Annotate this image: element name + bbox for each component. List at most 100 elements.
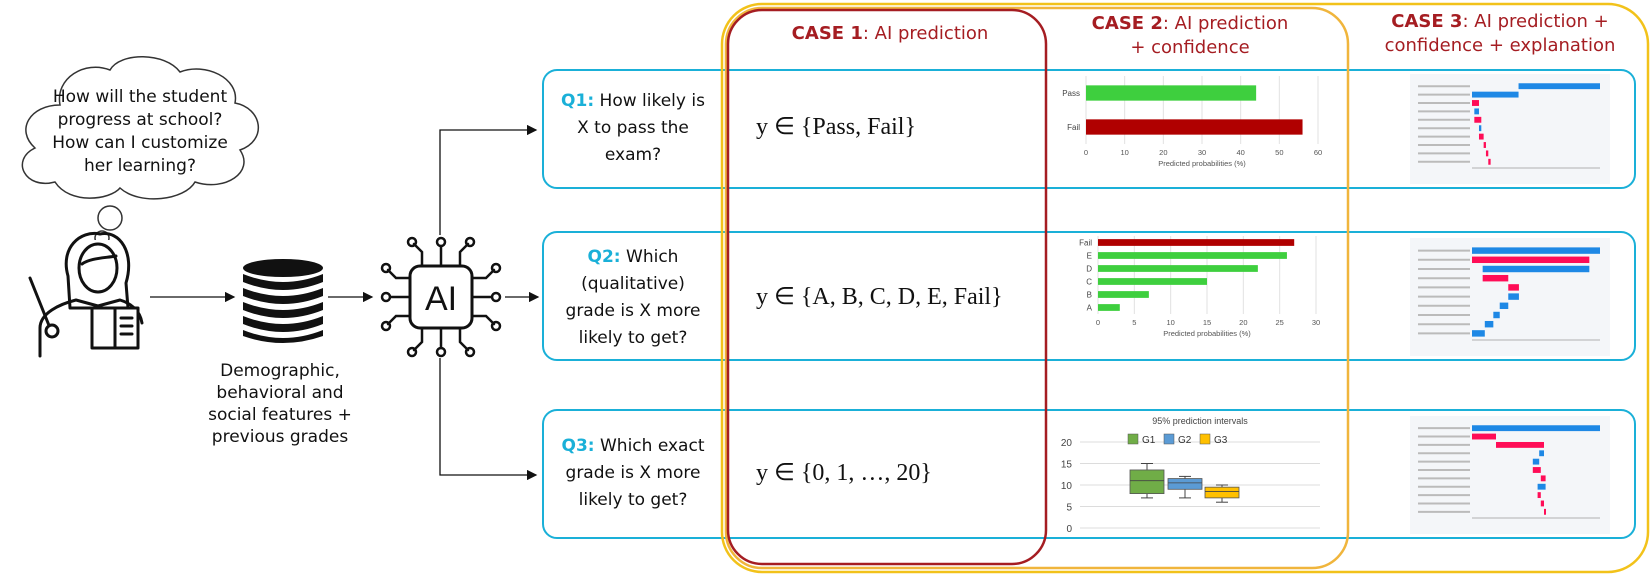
y-tick-label: 0: [1066, 524, 1072, 535]
database-icon: [243, 259, 323, 343]
shap-contribution-bar: [1540, 475, 1546, 482]
y-tick-label: 20: [1061, 438, 1073, 449]
bar-c: [1098, 278, 1207, 285]
category-label: E: [1087, 252, 1092, 261]
category-label: A: [1087, 304, 1093, 313]
bar-b: [1098, 291, 1149, 298]
x-tick-label: 50: [1275, 148, 1283, 157]
x-tick-label: 20: [1159, 148, 1167, 157]
bar-a: [1098, 304, 1120, 311]
x-tick-label: 10: [1120, 148, 1128, 157]
case1-title: CASE 1: AI prediction: [791, 23, 989, 44]
legend-label: G1: [1142, 435, 1156, 446]
chart-title: 95% prediction intervals: [1152, 416, 1248, 426]
bar-fail: [1086, 119, 1303, 135]
shap-contribution-bar: [1499, 302, 1509, 310]
shap-contribution-bar: [1508, 293, 1519, 300]
bar-fail: [1098, 239, 1295, 246]
category-label: D: [1086, 265, 1092, 274]
q3-output-space: y ∈ {0, 1, …, 20}: [756, 460, 932, 486]
cloud-question: How will the student progress at school?…: [52, 87, 228, 176]
shap-contribution-bar: [1474, 108, 1479, 115]
case1-border: [726, 8, 1048, 566]
q1-row-border: [542, 69, 1636, 189]
arrow-ai-to-q3: [439, 358, 538, 481]
teacher-icon: [28, 231, 144, 358]
x-axis-label: Predicted probabilities (%): [1158, 159, 1246, 168]
shap-contribution-bar: [1474, 116, 1482, 123]
legend-swatch-g3: [1199, 433, 1211, 445]
bar-pass: [1086, 85, 1257, 101]
q2-row-border: [542, 231, 1636, 361]
box-g2: [1167, 478, 1203, 490]
shap-contribution-bar: [1472, 247, 1600, 254]
shap-contribution-bar: [1485, 150, 1489, 157]
shap-contribution-bar: [1540, 500, 1544, 507]
category-label: Fail: [1067, 123, 1080, 132]
x-axis-label: Predicted probabilities (%): [1163, 329, 1251, 338]
category-label: Fail: [1079, 239, 1092, 248]
x-tick-label: 30: [1312, 318, 1320, 327]
shap-contribution-bar: [1483, 142, 1486, 148]
shap-contribution-bar: [1472, 433, 1496, 440]
shap-contribution-bar: [1496, 441, 1544, 448]
y-tick-label: 10: [1061, 481, 1073, 492]
x-tick-label: 30: [1198, 148, 1206, 157]
shap-contribution-bar: [1472, 330, 1485, 337]
category-label: Pass: [1062, 89, 1080, 98]
shap-contribution-bar: [1544, 508, 1546, 515]
q2-shap-explanation: [1410, 238, 1610, 356]
x-tick-label: 25: [1275, 318, 1283, 327]
ai-chip-label: AI: [425, 280, 457, 318]
category-label: B: [1087, 291, 1092, 300]
shap-contribution-bar: [1537, 492, 1541, 499]
shap-contribution-bar: [1532, 467, 1541, 473]
y-tick-label: 15: [1061, 460, 1073, 471]
shap-contribution-bar: [1472, 256, 1590, 264]
shap-contribution-bar: [1532, 458, 1540, 465]
shap-contribution-bar: [1508, 284, 1519, 291]
legend-label: G3: [1214, 435, 1228, 446]
shap-contribution-bar: [1478, 133, 1484, 140]
bar-e: [1098, 252, 1287, 259]
q1-question: Q1: How likely is X to pass the exam?: [561, 91, 705, 165]
box-g1: [1129, 469, 1165, 495]
ai-chip-icon: AI: [380, 236, 502, 358]
q3-shap-explanation: [1410, 416, 1610, 534]
shap-contribution-bar: [1472, 100, 1479, 106]
shap-contribution-bar: [1539, 450, 1544, 457]
thought-cloud: [21, 56, 259, 240]
shap-contribution-bar: [1537, 483, 1546, 490]
legend-swatch-g2: [1163, 433, 1175, 445]
arrow-ai-to-q1: [439, 124, 538, 235]
q1-output-space: y ∈ {Pass, Fail}: [756, 114, 916, 140]
features-label: Demographic, behavioral and social featu…: [208, 361, 352, 447]
x-tick-label: 20: [1239, 318, 1247, 327]
case3-title: CASE 3: AI prediction + confidence + exp…: [1384, 11, 1616, 56]
box-g3: [1204, 486, 1240, 499]
shap-contribution-bar: [1472, 425, 1600, 432]
shap-contribution-bar: [1518, 83, 1600, 90]
x-tick-label: 10: [1166, 318, 1174, 327]
case2-border: [724, 6, 1350, 570]
shap-contribution-bar: [1482, 265, 1590, 273]
shap-contribution-bar: [1484, 320, 1494, 328]
x-tick-label: 0: [1084, 148, 1088, 157]
q3-question: Q3: Which exact grade is X more likely t…: [561, 436, 705, 510]
shap-contribution-bar: [1493, 311, 1500, 319]
case2-title: CASE 2: AI prediction + confidence: [1091, 13, 1289, 58]
shap-contribution-bar: [1478, 125, 1482, 132]
shap-contribution-bar: [1482, 274, 1509, 282]
shap-contribution-bar: [1488, 158, 1491, 165]
x-tick-label: 60: [1314, 148, 1322, 157]
thought-bubble-large: [97, 205, 123, 231]
bar-d: [1098, 265, 1258, 272]
x-tick-label: 40: [1236, 148, 1244, 157]
x-tick-label: 0: [1096, 318, 1100, 327]
q3-row-border: [542, 409, 1636, 539]
shap-background: [1410, 416, 1610, 534]
legend-label: G2: [1178, 435, 1192, 446]
